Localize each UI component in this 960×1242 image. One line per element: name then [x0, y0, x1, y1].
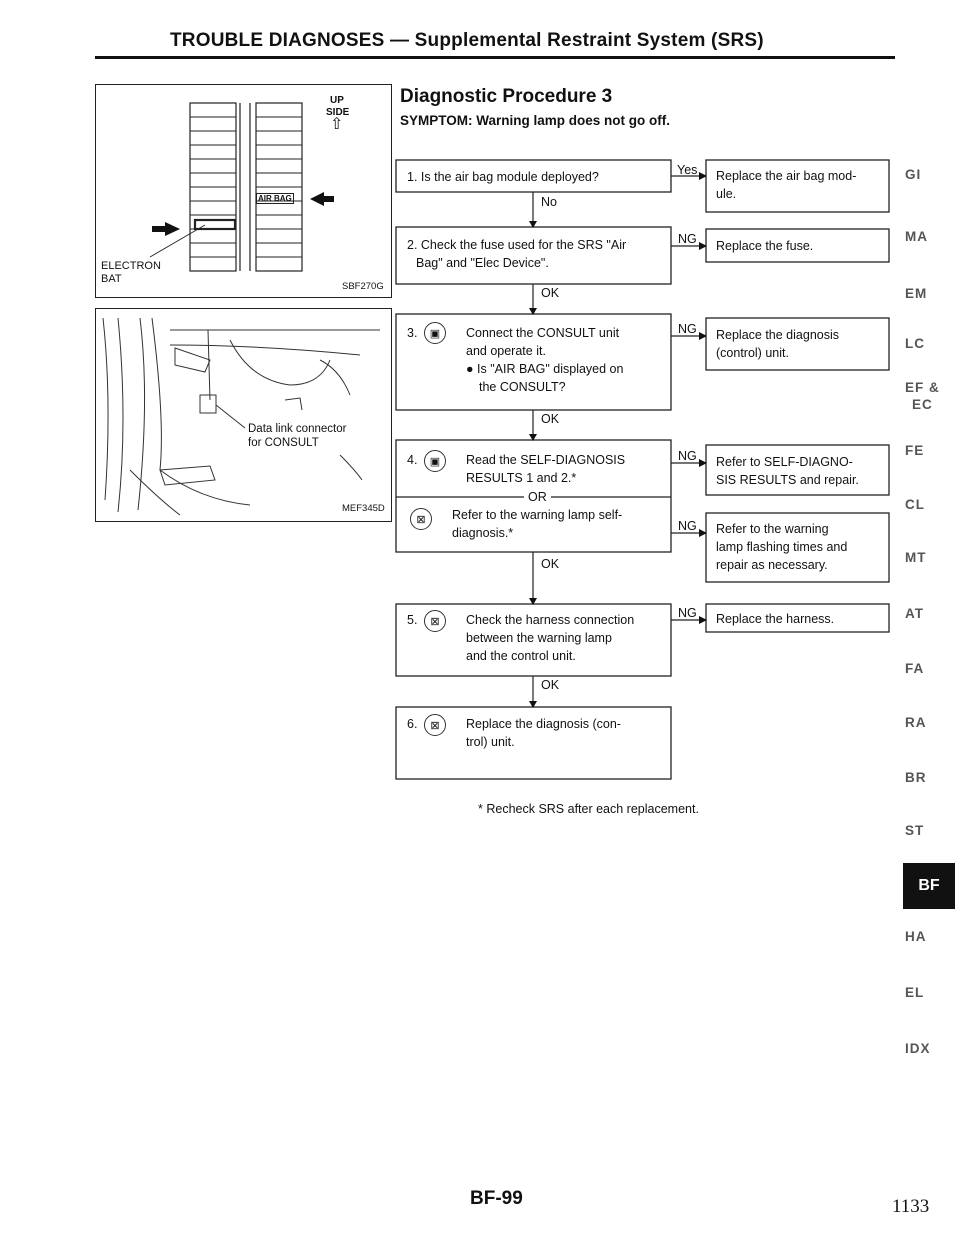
step4-result2-line3: repair as necessary.: [716, 558, 828, 572]
step4-number: 4.: [407, 453, 418, 467]
step5-ng-label: NG: [678, 606, 697, 620]
step5-result: Replace the harness.: [716, 612, 835, 626]
step1-result-line2: ule.: [716, 187, 737, 201]
figure1-code: SBF270G: [342, 281, 384, 292]
procedure-title: Diagnostic Procedure 3: [400, 86, 613, 107]
step3-line3: ● Is "AIR BAG" displayed on: [466, 362, 624, 376]
header-rule: [95, 56, 895, 59]
step5-ok-label: OK: [541, 678, 560, 692]
index-ra[interactable]: RA: [905, 715, 927, 730]
symptom-text: SYMPTOM: Warning lamp does not go off.: [400, 113, 670, 128]
step5-line1: Check the harness connection: [466, 613, 635, 627]
warning-lamp-icon: ⊠: [410, 508, 432, 530]
index-cl[interactable]: CL: [905, 497, 925, 512]
step2-line1: 2. Check the fuse used for the SRS "Air: [407, 238, 627, 252]
consult-unit-icon: ▣: [424, 322, 446, 344]
index-at[interactable]: AT: [905, 606, 924, 621]
index-idx[interactable]: IDX: [905, 1041, 931, 1056]
step2-result: Replace the fuse.: [716, 239, 814, 253]
index-br[interactable]: BR: [905, 770, 927, 785]
harness-check-icon: ⊠: [424, 610, 446, 632]
index-ma[interactable]: MA: [905, 229, 928, 244]
step1-no-label: No: [541, 195, 557, 209]
step4-ng1-label: NG: [678, 449, 697, 463]
page-code: BF-99: [470, 1188, 523, 1209]
index-ec[interactable]: EC: [912, 397, 933, 412]
index-lc[interactable]: LC: [905, 336, 925, 351]
step4-result1-line1: Refer to SELF-DIAGNO-: [716, 455, 853, 469]
index-gi[interactable]: GI: [905, 167, 922, 182]
page-number: 1133: [892, 1196, 930, 1217]
step1-result-line1: Replace the air bag mod-: [716, 169, 857, 183]
step6-line1: Replace the diagnosis (con-: [466, 717, 621, 731]
step5-number: 5.: [407, 613, 418, 627]
up-arrow-icon: ⇧: [330, 116, 344, 133]
step4-result1-line2: SIS RESULTS and repair.: [716, 473, 859, 487]
consult-label: for CONSULT: [248, 437, 319, 449]
step3-ok-label: OK: [541, 412, 560, 426]
step4-ok-label: OK: [541, 557, 560, 571]
page-header: TROUBLE DIAGNOSES — Supplemental Restrai…: [170, 30, 764, 51]
step2-ok-label: OK: [541, 286, 560, 300]
step3-ng-label: NG: [678, 322, 697, 336]
step4-alt-line2: diagnosis.*: [452, 526, 514, 540]
up-label: UP: [330, 95, 344, 106]
step1-text: 1. Is the air bag module deployed?: [407, 170, 599, 184]
index-mt[interactable]: MT: [905, 550, 927, 565]
step2-line2: Bag" and "Elec Device".: [416, 256, 549, 270]
fuse-block-figure: [95, 84, 392, 298]
step4-line1: Read the SELF-DIAGNOSIS: [466, 453, 626, 467]
step3-result-line1: Replace the diagnosis: [716, 328, 839, 342]
step5-line2: between the warning lamp: [466, 631, 612, 645]
index-ha[interactable]: HA: [905, 929, 927, 944]
step3-number: 3.: [407, 326, 418, 340]
step6-line2: trol) unit.: [466, 735, 515, 749]
figure2-code: MEF345D: [342, 503, 385, 514]
bat-label: BAT: [101, 273, 122, 285]
step3-line2: and operate it.: [466, 344, 546, 358]
step2-ng-label: NG: [678, 232, 697, 246]
step5-line3: and the control unit.: [466, 649, 576, 663]
index-em[interactable]: EM: [905, 286, 928, 301]
recheck-note: * Recheck SRS after each replacement.: [478, 802, 699, 816]
index-fe[interactable]: FE: [905, 443, 925, 458]
step3-result-line2: (control) unit.: [716, 346, 789, 360]
connector-label: Data link connector: [248, 423, 347, 435]
index-fa[interactable]: FA: [905, 661, 925, 676]
index-st[interactable]: ST: [905, 823, 925, 838]
index-el[interactable]: EL: [905, 985, 925, 1000]
step3-line1: Connect the CONSULT unit: [466, 326, 620, 340]
step4-ng2-label: NG: [678, 519, 697, 533]
replace-unit-icon: ⊠: [424, 714, 446, 736]
step1-yes-label: Yes: [677, 163, 698, 177]
step4-line2: RESULTS 1 and 2.*: [466, 471, 577, 485]
step4-result2-line2: lamp flashing times and: [716, 540, 848, 554]
step6-number: 6.: [407, 717, 418, 731]
index-ef[interactable]: EF &: [905, 380, 940, 395]
consult-unit-icon: ▣: [424, 450, 446, 472]
side-label: SIDE: [326, 107, 350, 118]
step3-line4: the CONSULT?: [479, 380, 566, 394]
step4-result2-line1: Refer to the warning: [716, 522, 829, 536]
step4-alt-line1: Refer to the warning lamp self-: [452, 508, 623, 522]
index-bf-active-tab[interactable]: BF: [903, 863, 955, 909]
electron-label: ELECTRON: [101, 260, 161, 272]
step4-or-label: OR: [524, 489, 551, 506]
